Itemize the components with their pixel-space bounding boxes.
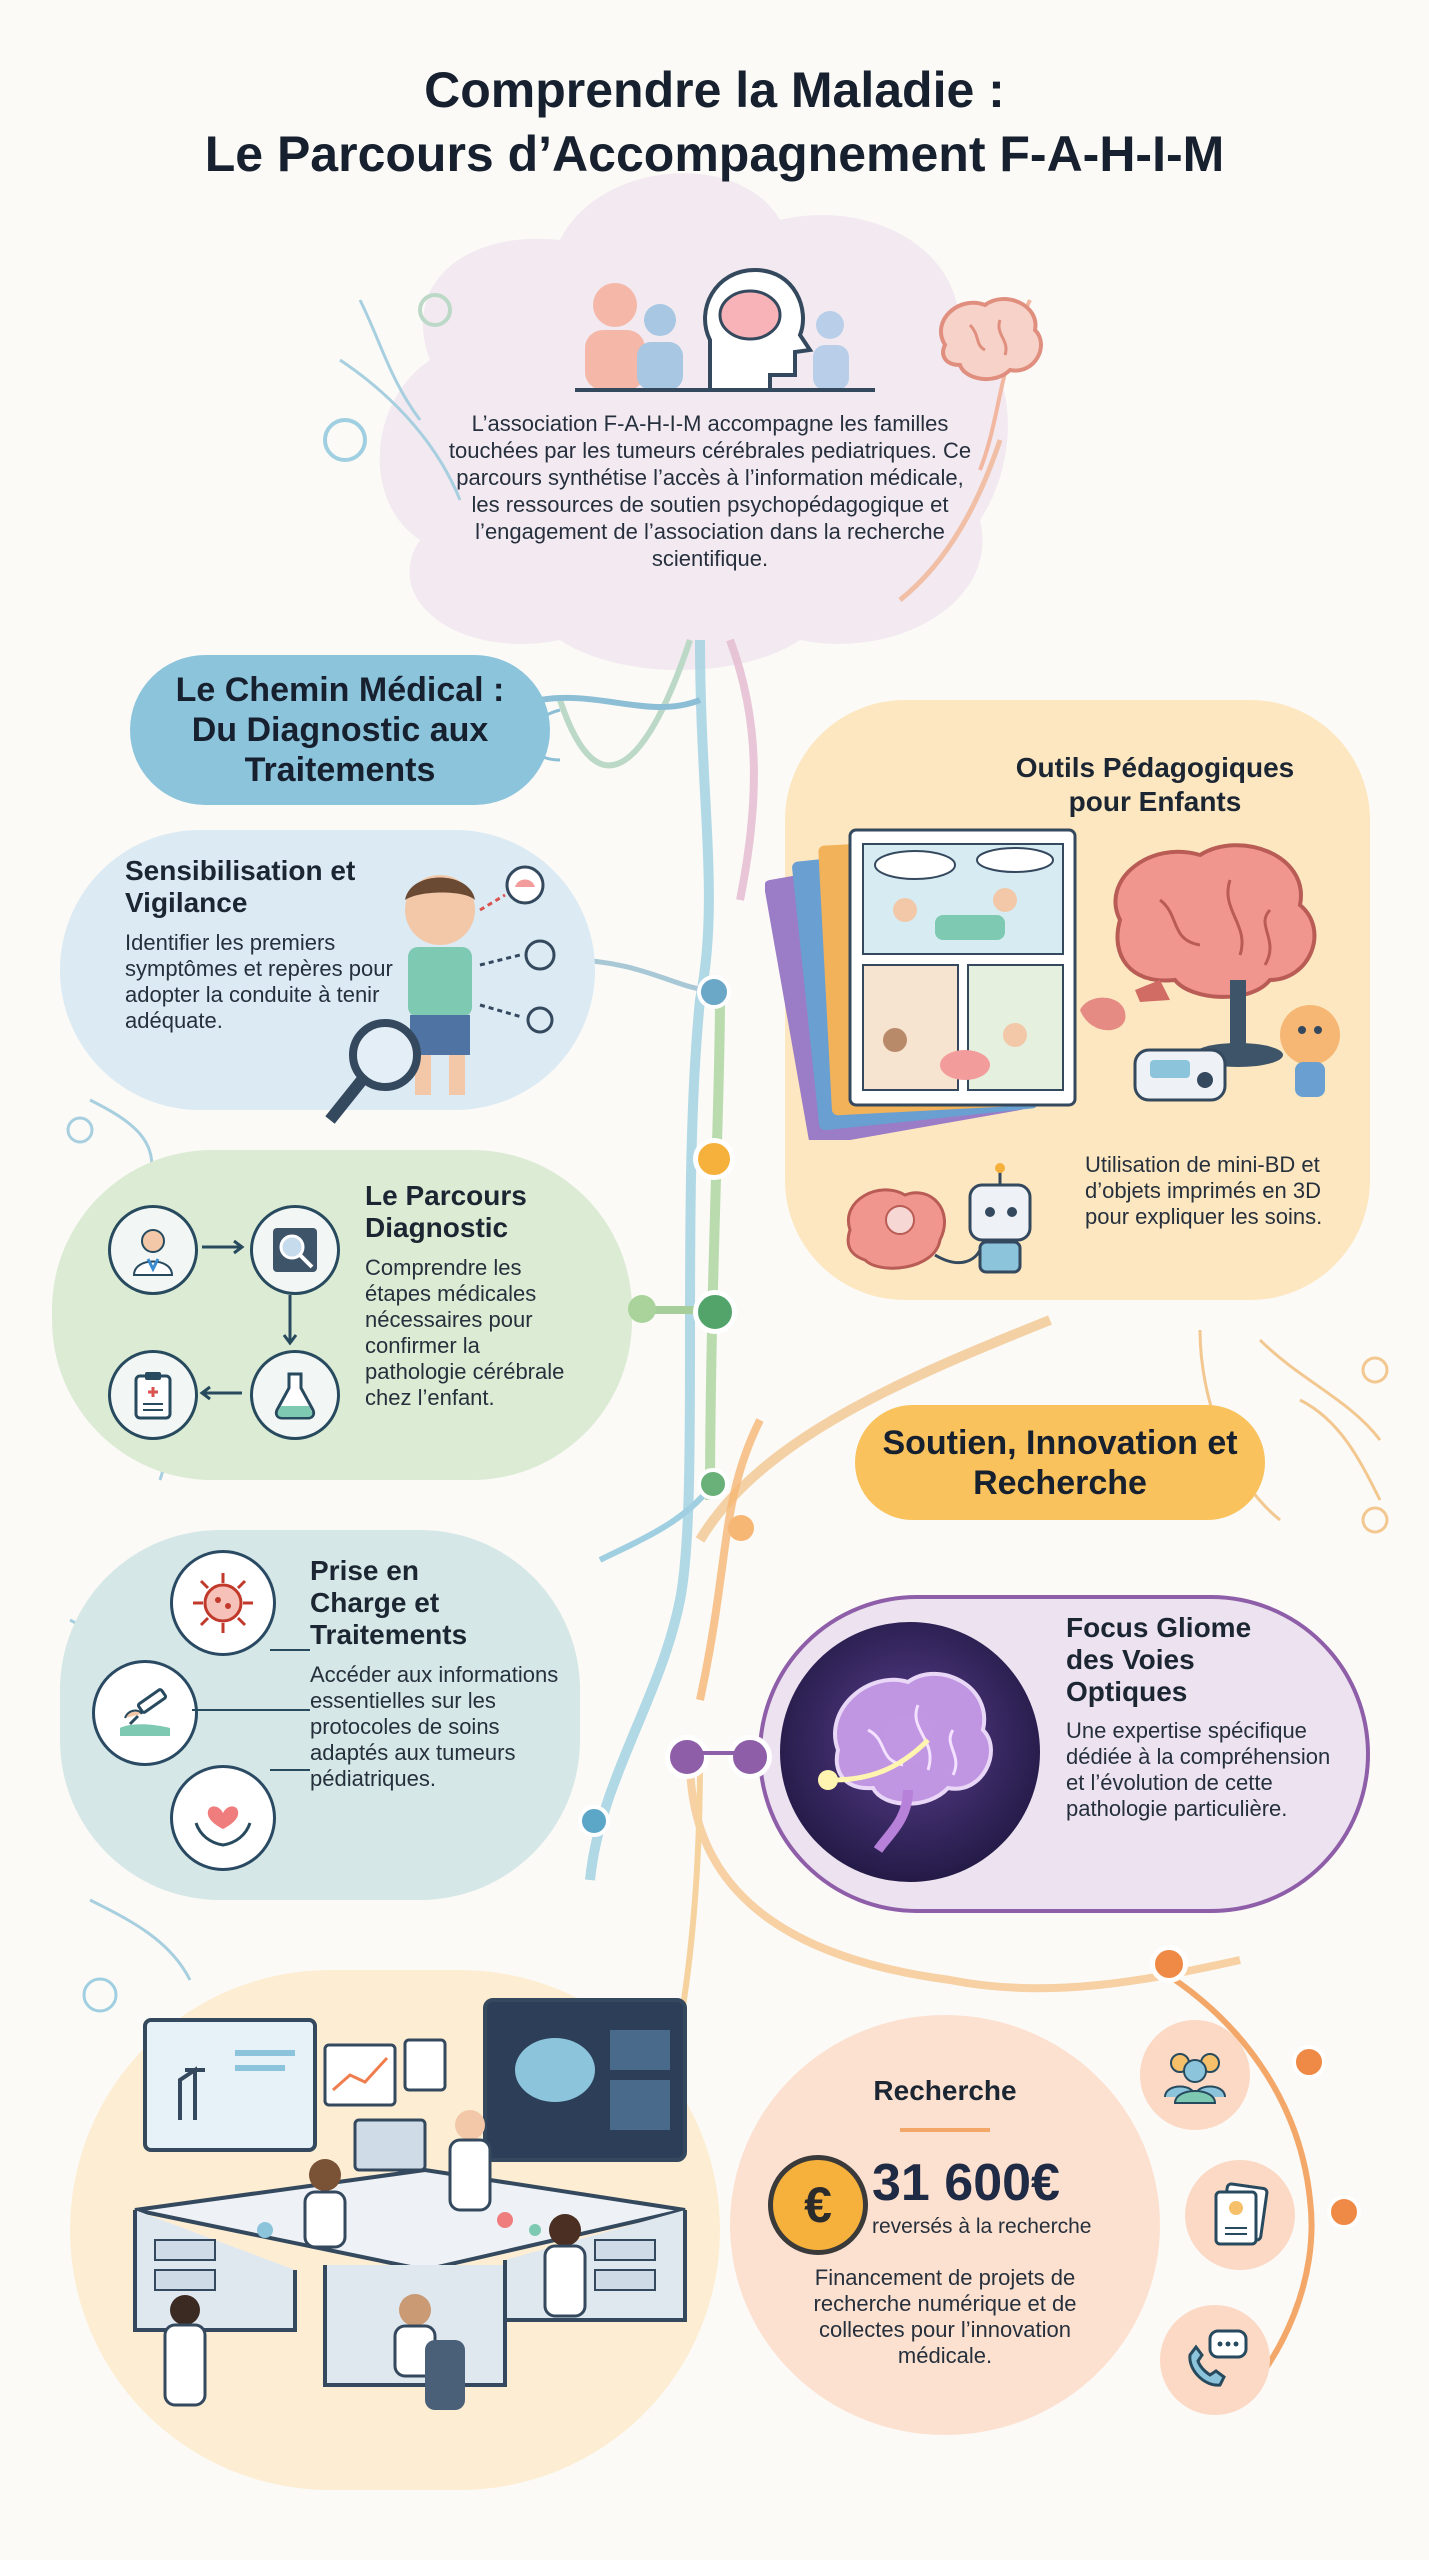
research-lab-illustration: [133, 1998, 687, 2410]
child-magnifier-icon: [325, 865, 556, 1124]
stem-node: [693, 1138, 735, 1180]
brain-icon: [939, 297, 1043, 382]
stem-node: [578, 1805, 610, 1837]
page-title: Comprendre la Maladie : Le Parcours d’Ac…: [0, 58, 1429, 186]
tools-text: Utilisation de mini-BD et d’objets impri…: [1085, 1152, 1323, 1229]
heart-hands-icon: [170, 1765, 276, 1871]
stem-node: [1292, 2045, 1326, 2079]
card-awareness: [60, 830, 595, 1110]
research-divider: [900, 2128, 990, 2132]
comic-book-icon: [765, 828, 1077, 1140]
tools-heading-text: Outils Pédagogiques pour Enfants: [1015, 752, 1295, 817]
focus-connector-line: [695, 1751, 735, 1755]
research-text: Financement de projets de recherche numé…: [813, 2265, 1077, 2368]
optic-brain-icon: [780, 1622, 1040, 1882]
research-amount-caption: reversés à la recherche: [872, 2215, 1092, 2238]
brain-robot-icon: [846, 1163, 1032, 1274]
euro-coin-icon: €: [768, 2155, 868, 2255]
medical-heading: Le Chemin Médical : Du Diagnostic aux Tr…: [130, 655, 550, 805]
card-treatment-text: Accéder aux informations essentielles su…: [310, 1662, 559, 1791]
research-title: Recherche: [873, 2075, 1017, 2106]
focus-connector-node: [665, 1735, 709, 1779]
virus-cell-icon: [170, 1550, 276, 1656]
card-diagnostic-text: Comprendre les étapes médicales nécessai…: [365, 1255, 565, 1410]
card-awareness-title: Sensibilisation et Vigilance: [125, 855, 356, 918]
stem-node: [628, 1295, 656, 1323]
card-diagnostic-title: Le Parcours Diagnostic: [365, 1180, 527, 1243]
title-line-1: Comprendre la Maladie :: [424, 62, 1005, 118]
medical-heading-text: Le Chemin Médical : Du Diagnostic aux Tr…: [175, 671, 505, 789]
flask-icon: [250, 1350, 340, 1440]
doctor-icon: [108, 1205, 198, 1295]
family-brain-icon: [575, 267, 875, 392]
title-line-2: Le Parcours d’Accompagnement F-A-H-I-M: [204, 126, 1225, 182]
stem-node: [697, 975, 731, 1009]
stem-node: [697, 1468, 729, 1500]
phone-chat-icon: [1160, 2305, 1270, 2415]
focus-text: Une expertise spécifique dédiée à la com…: [1066, 1718, 1331, 1821]
stem-node: [728, 1515, 754, 1541]
stem-node: [1150, 1945, 1188, 1983]
intro-text: L’association F-A-H-I-M accompagne les f…: [448, 411, 972, 571]
clipboard-icon: [108, 1350, 198, 1440]
group-icon: [1140, 2020, 1250, 2130]
treatment-connectors: [192, 1649, 310, 1771]
tools-heading: Outils Pédagogiques pour Enfants: [1000, 745, 1310, 825]
cycle-arrows: [199, 1239, 298, 1401]
euro-symbol: €: [804, 2177, 832, 2233]
support-heading-text: Soutien, Innovation et Recherche: [882, 1423, 1238, 1502]
id-card-icon: [1185, 2160, 1295, 2270]
focus-connector-node: [728, 1735, 772, 1779]
support-heading: Soutien, Innovation et Recherche: [855, 1405, 1265, 1520]
injection-icon: [92, 1660, 198, 1766]
focus-title: Focus Gliome des Voies Optiques: [1066, 1612, 1252, 1707]
magnifier-scan-icon: [250, 1205, 340, 1295]
stem-node: [693, 1290, 737, 1334]
stem-node: [1327, 2195, 1361, 2229]
card-awareness-text: Identifier les premiers symptômes et rep…: [125, 930, 393, 1033]
card-treatment-title: Prise en Charge et Traitements: [310, 1555, 468, 1650]
research-amount: 31 600€: [872, 2154, 1060, 2212]
3d-brain-model-icon: [1080, 843, 1340, 1102]
